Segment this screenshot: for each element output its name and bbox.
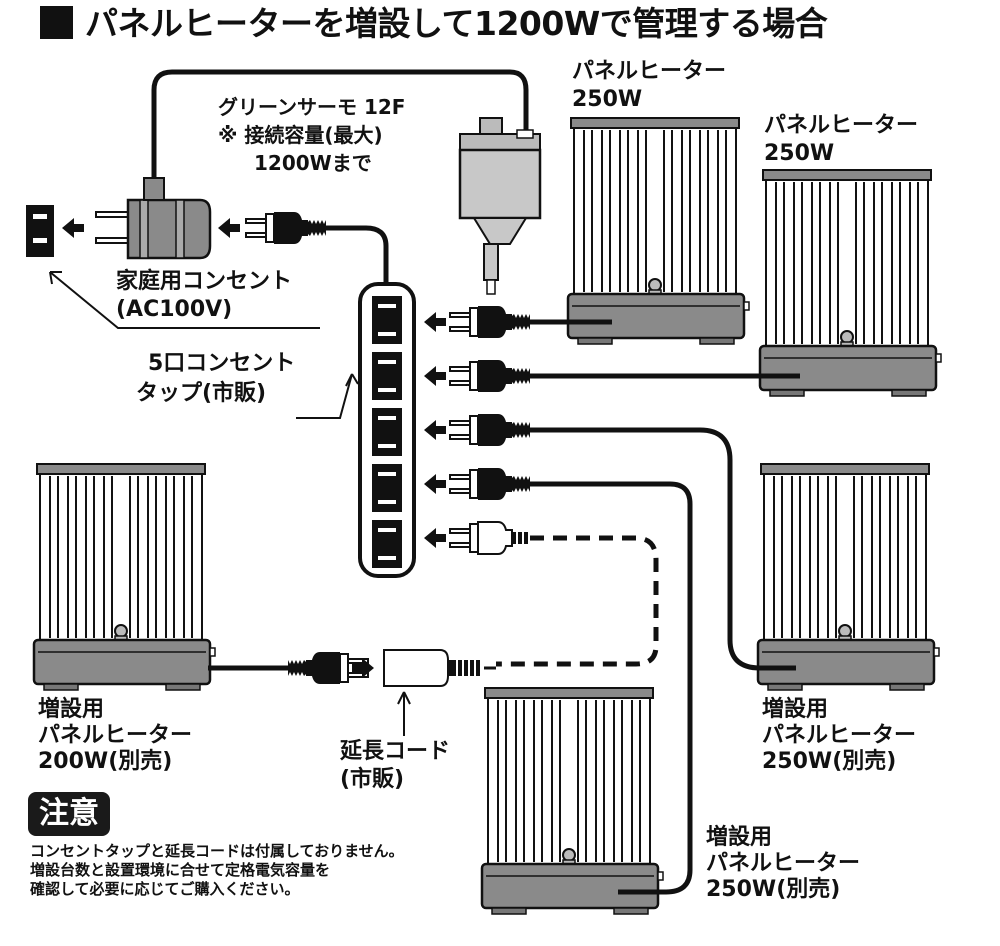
strip-plug — [245, 211, 327, 245]
heater-add-bottom-label-2: パネルヒーター — [706, 851, 861, 876]
heater-top1-label-1: パネルヒーター — [572, 59, 727, 84]
heater-add-bottom — [480, 686, 665, 916]
arrows-into-strip — [424, 312, 446, 548]
page-title-text: パネルヒーターを増設して1200Wで管理する場合 — [85, 4, 828, 43]
heater-add-left-label-2: パネルヒーター — [38, 723, 193, 748]
heater-plugs — [449, 305, 531, 555]
thermostat-label-1: グリーンサーモ 12F — [218, 95, 406, 119]
arrow-to-outlet — [62, 218, 84, 238]
heater-cords — [208, 319, 800, 895]
thermostat-cord — [151, 69, 529, 178]
strip-label-1: 5口コンセント — [148, 351, 296, 376]
strip-label-2: タップ(市販) — [136, 381, 267, 406]
heater-add-right-label-2: パネルヒーター — [762, 723, 917, 748]
power-strip — [358, 282, 416, 578]
caution-badge: 注意 — [28, 792, 110, 836]
extension-label-1: 延長コード — [340, 739, 451, 764]
thermostat-label-3: 1200Wまで — [254, 151, 372, 175]
heater-add-left-label-3: 200W(別売) — [38, 749, 173, 774]
leader-lines — [49, 271, 411, 736]
heater-add-bottom-label-1: 増設用 — [706, 825, 773, 850]
wall-outlet-icon — [26, 205, 54, 257]
heater-top1-label-2: 250W — [572, 87, 643, 112]
heater-add-right — [756, 462, 941, 692]
thermostat-label-2: ※ 接続容量(最大) — [218, 123, 383, 147]
outlet-label-2: (AC100V) — [116, 297, 233, 322]
heater-add-bottom-label-3: 250W(別売) — [706, 877, 841, 902]
arrow-to-adapter — [218, 218, 240, 238]
heater-top2-label-1: パネルヒーター — [764, 113, 919, 138]
heater-add-left — [32, 462, 217, 692]
thermostat-adapter-icon — [95, 177, 212, 260]
caution-line-1: コンセントタップと延長コードは付属しておりません。 — [30, 842, 404, 860]
heater-top2-label-2: 250W — [764, 141, 835, 166]
heater-top-2 — [758, 168, 943, 398]
outlet-label-1: 家庭用コンセント — [116, 269, 293, 294]
caution-line-3: 確認して必要に応じてご購入ください。 — [30, 880, 300, 898]
caution-line-2: 増設台数と設置環境に合せて定格電気容量を — [30, 861, 331, 879]
title-square-icon — [40, 6, 73, 39]
heater-add-right-label-3: 250W(別売) — [762, 749, 897, 774]
heater-top-1 — [566, 116, 751, 346]
strip-cord — [326, 225, 389, 288]
heater-add-left-label-1: 増設用 — [38, 697, 105, 722]
extension-socket-icon — [383, 649, 496, 687]
thermostat-sensor-icon — [458, 117, 542, 295]
extension-cord-dashed — [496, 535, 659, 667]
page-title: パネルヒーターを増設して1200Wで管理する場合 — [40, 4, 828, 43]
heater-add-right-label-1: 増設用 — [762, 697, 829, 722]
extension-label-2: (市販) — [340, 767, 405, 792]
